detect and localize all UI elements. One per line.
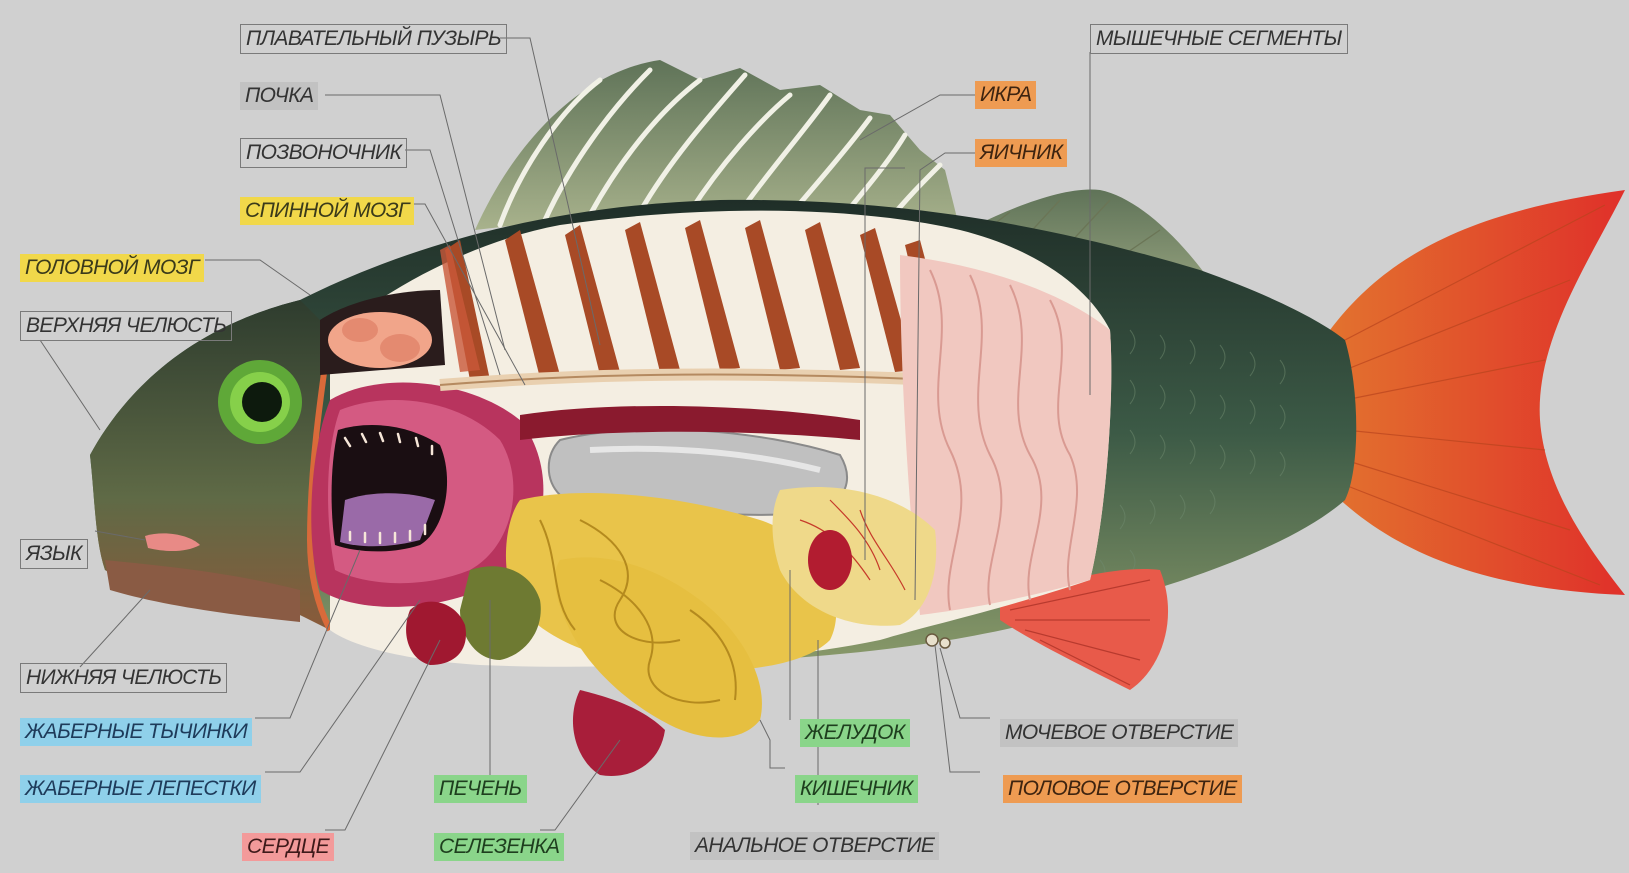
- label-roe: ИКРА: [975, 81, 1036, 109]
- label-spine: ПОЗВОНОЧНИК: [240, 138, 407, 168]
- label-spleen: СЕЛЕЗЕНКА: [434, 833, 564, 861]
- label-gill-rakers: ЖАБЕРНЫЕ ТЫЧИНКИ: [20, 718, 252, 746]
- label-lower-jaw: НИЖНЯЯ ЧЕЛЮСТЬ: [20, 663, 227, 693]
- eye-pupil: [242, 382, 282, 422]
- label-brain: ГОЛОВНОЙ МОЗГ: [20, 254, 204, 282]
- label-spinal-cord: СПИННОЙ МОЗГ: [240, 197, 414, 225]
- label-kidney: ПОЧКА: [240, 82, 318, 110]
- label-upper-jaw: ВЕРХНЯЯ ЧЕЛЮСТЬ: [20, 311, 232, 341]
- tail-fin: [1330, 190, 1625, 595]
- label-tongue: ЯЗЫК: [20, 539, 88, 569]
- label-liver: ПЕЧЕНЬ: [434, 775, 527, 803]
- spleen-shape: [808, 530, 852, 590]
- label-urinary-opening: МОЧЕВОЕ ОТВЕРСТИЕ: [1000, 719, 1238, 747]
- label-ovary: ЯИЧНИК: [975, 139, 1067, 167]
- label-genital-opening: ПОЛОВОЕ ОТВЕРСТИЕ: [1003, 775, 1242, 803]
- label-intestine: КИШЕЧНИК: [795, 775, 918, 803]
- label-anus: АНАЛЬНОЕ ОТВЕРСТИЕ: [690, 832, 939, 860]
- label-stomach: ЖЕЛУДОК: [800, 719, 910, 747]
- label-swim-bladder: ПЛАВАТЕЛЬНЫЙ ПУЗЫРЬ: [240, 24, 507, 54]
- label-gill-filaments: ЖАБЕРНЫЕ ЛЕПЕСТКИ: [20, 775, 261, 803]
- label-heart: СЕРДЦЕ: [242, 833, 334, 861]
- label-muscle-segments: МЫШЕЧНЫЕ СЕГМЕНТЫ: [1090, 24, 1348, 54]
